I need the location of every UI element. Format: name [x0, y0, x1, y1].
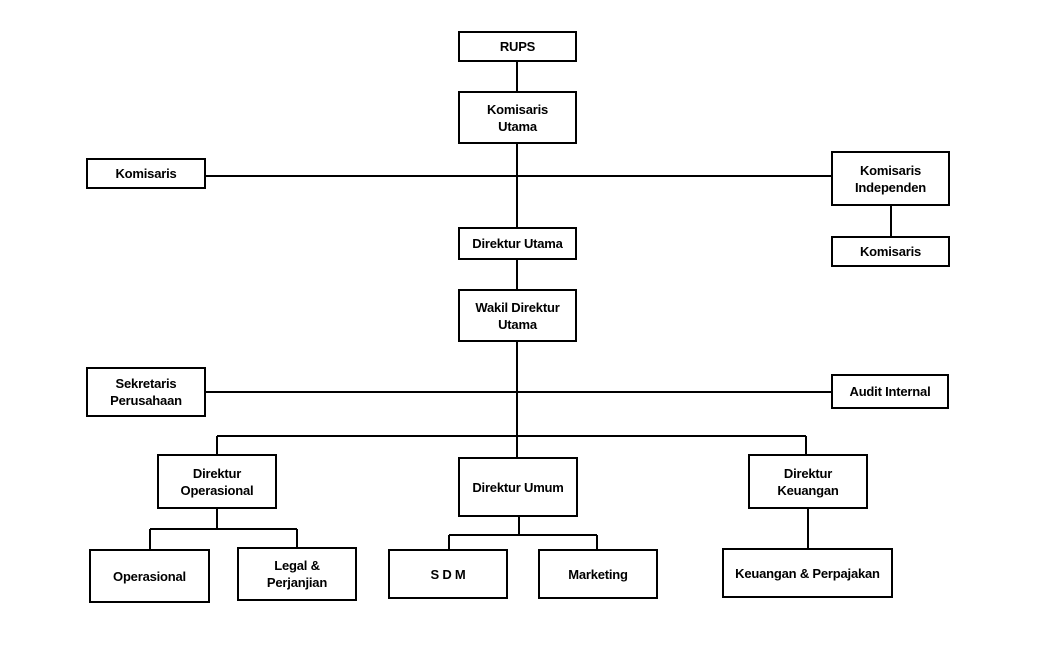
- node-komisaris-left: Komisaris: [86, 158, 206, 189]
- node-direktur-umum: Direktur Umum: [458, 457, 578, 517]
- node-wakil-direktur-utama: Wakil Direktur Utama: [458, 289, 577, 342]
- node-keuangan-perpajakan: Keuangan & Perpajakan: [722, 548, 893, 598]
- node-rups: RUPS: [458, 31, 577, 62]
- node-sekretaris-perusahaan: Sekretaris Perusahaan: [86, 367, 206, 417]
- node-komisaris-right: Komisaris: [831, 236, 950, 267]
- node-direktur-utama: Direktur Utama: [458, 227, 577, 260]
- node-operasional: Operasional: [89, 549, 210, 603]
- node-direktur-operasional: Direktur Operasional: [157, 454, 277, 509]
- node-marketing: Marketing: [538, 549, 658, 599]
- node-audit-internal: Audit Internal: [831, 374, 949, 409]
- node-direktur-keuangan: Direktur Keuangan: [748, 454, 868, 509]
- node-legal-perjanjian: Legal & Perjanjian: [237, 547, 357, 601]
- node-komisaris-independen: Komisaris Independen: [831, 151, 950, 206]
- node-komisaris-utama: Komisaris Utama: [458, 91, 577, 144]
- node-sdm: S D M: [388, 549, 508, 599]
